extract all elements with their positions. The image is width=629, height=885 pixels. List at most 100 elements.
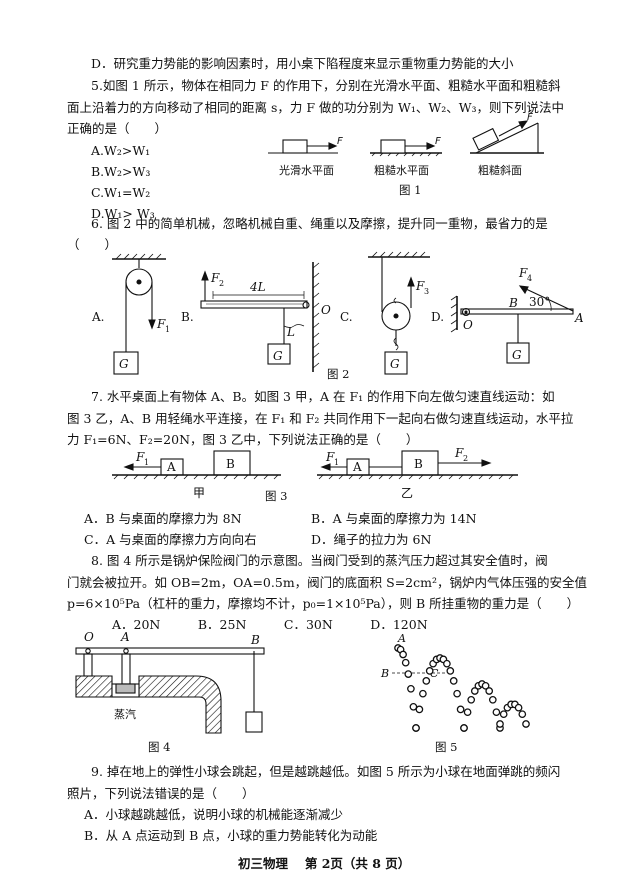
fig1-caption: 图 1 [399,183,421,197]
q9-stem-line1: 9. 掉在地上的弹性小球会跳起，但是越跳越低。如图 5 所示为小球在地面弹跳的频… [91,764,561,779]
fig1-label-rough: 粗糙水平面 [374,163,429,177]
fig3-jia-f1: F [135,450,145,464]
fig2-f3: F [415,279,425,293]
fig1-label-incline: 粗糙斜面 [478,163,522,177]
fig5-ball-image [436,654,444,662]
fig5-ball-image [429,659,437,668]
q9-option-a: A．小球越跳越低，说明小球的机械能逐渐减少 [84,807,344,822]
q7-option-b: B．A 与桌面的摩擦力为 14N [311,511,477,526]
q6-stem-line2: （ ） [67,237,118,252]
fig5-ball-image [503,703,512,712]
fig3-yi-f2-sub: 2 [463,454,468,463]
fig3-yi-box-a: A [352,460,362,474]
q8-options: A．20N B．25N C．30N D．120N [112,617,428,632]
fig2-option-a: A. [91,310,104,324]
fig5-ball-image [419,689,427,698]
q9-option-b: B．从 A 点运动到 B 点，小球的重力势能转化为动能 [84,828,378,843]
fig5-ball-image [412,724,420,732]
fig2-f2: F [210,271,220,285]
q5-option-d: D.W₁> W₃ [91,206,155,221]
q5-stem-line2: 面上沿着力的方向移动了相同的距离 s，力 F 做的功分别为 W₁、W₂、W₃，则… [67,100,565,115]
fig2-len-l: L [286,325,295,339]
fig3-yi-box-b: B [414,457,423,471]
fig5-ball-image [492,708,501,717]
fig2-f2-sub: 2 [219,279,224,288]
fig2-option-b: B. [181,310,194,324]
fig5-ball-image [522,720,530,728]
fig4-point-b: B [250,633,260,647]
q7-option-c: C．A 与桌面的摩擦力方向向右 [84,532,257,547]
fig5-ball-image [443,659,451,668]
fig5-ball-image [460,724,468,732]
fig5-ball-image [474,681,483,690]
q8-stem-line1: 8. 图 4 所示是锅炉保险阀门的示意图。当阀门受到的蒸汽压力超过其安全值时，阀 [91,553,548,568]
fig3-yi-f1-sub: 1 [334,458,339,467]
q8-stem-line3: p=6×10⁵Pa（杠杆的重力，摩擦均不计，p₀=1×10⁵Pa），则 B 所挂… [67,596,580,611]
fig3-yi-f2: F [454,446,464,460]
fig2-b-weight: G [273,349,283,363]
q9-stem-line2: 照片，下列说法错误的是（ ） [67,786,255,801]
fig5-ball-image [514,703,523,712]
fig2-d-point-a: A [574,311,584,325]
fig5-ball-image [460,724,468,732]
fig2-len-4l: 4L [249,280,266,294]
fig5-ball-image [439,655,448,664]
fig5-ball-image [412,724,420,732]
fig5-caption: 图 5 [435,740,457,754]
q8-stem-line2: 门就会被拉开。如 OB=2m，OA=0.5m，阀门的底面积 S=2cm²，锅炉内… [67,575,587,590]
fig5-ball-image [422,677,431,685]
fig5-ball-image [470,687,479,695]
q7-stem-line2: 图 3 乙，A、B 用轻绳水平连接，在 F₁ 和 F₂ 共同作用下一起向右做匀速… [67,411,574,426]
fig2-angle: 30° [529,295,550,309]
fig5-ball-image [499,710,508,719]
q5-option-a: A.W₂>W₁ [91,143,151,158]
fig5-ball-image [425,667,434,675]
page-footer: 初三物理 第 2页（共 8 页） [238,856,411,871]
fig2-f3-sub: 3 [424,287,429,296]
fig4-steam-label: 蒸汽 [114,707,136,721]
fig2-f4: F [518,266,528,280]
fig2-c-weight: G [390,357,400,371]
fig3-yi-f1: F [325,450,335,464]
fig2-f1: F [156,317,166,331]
fig5-ball-image [507,700,515,709]
fig5-ball-image [401,658,410,667]
fig5-ball-image [496,720,504,728]
fig5-ball-image [432,655,441,664]
fig5-ball-image [511,700,519,709]
fig2-b-pivot: O [321,303,331,317]
q5-option-b: B.W₂>W₃ [91,164,151,179]
fig5-ball-image [415,705,424,714]
fig2-option-c: C. [340,310,353,324]
fig5-ball-image [456,705,465,714]
fig5-point-b: B [380,667,389,680]
fig2-option-d: D. [431,310,444,324]
fig2-caption: 图 2 [327,367,349,381]
fig5-point-a: A [397,632,406,645]
fig3-jia-f1-sub: 1 [144,458,149,467]
fig2-d-pivot: O [463,318,473,332]
q5-stem-line3: 正确的是（ ） [67,121,168,136]
fig5-ball-image [488,695,497,704]
fig5-ball-image [463,708,472,717]
fig5-ball-image [404,670,413,678]
fig1-force-label-2: F [435,136,441,147]
fig5-ball-image [478,680,486,688]
q5-option-c: C.W₁=W₂ [91,185,151,200]
fig2-f4-sub: 4 [527,274,532,283]
fig3-label-yi: 乙 [401,486,413,500]
fig3-jia-box-b: B [226,457,235,471]
q4-option-d: D．研究重力势能的影响因素时，用小桌下陷程度来显示重物重力势能的大小 [91,56,514,71]
fig5-ball-image [481,681,490,690]
fig5-ball-image [396,645,405,654]
q6-stem-line1: 6. 图 2 中的简单机械，忽略机械自重、绳重以及摩擦，提升同一重物，最省力的是 [91,216,548,231]
q7-option-a: A．B 与桌面的摩擦力为 8N [84,511,242,526]
fig5-ball-image [409,702,418,711]
q7-stem-line1: 7. 水平桌面上有物体 A、B。如图 3 甲，A 在 F₁ 的作用下向左做匀速直… [91,389,555,404]
fig4-caption: 图 4 [148,740,170,754]
fig5-ball-image [446,667,455,675]
q7-stem-line3: 力 F₁=6N、F₂=20N，图 3 乙中，下列说法正确的是（ ） [67,432,419,447]
fig5-ball-image [496,724,504,732]
fig2-a-weight: G [119,357,129,371]
fig5-ball-image [407,684,415,693]
